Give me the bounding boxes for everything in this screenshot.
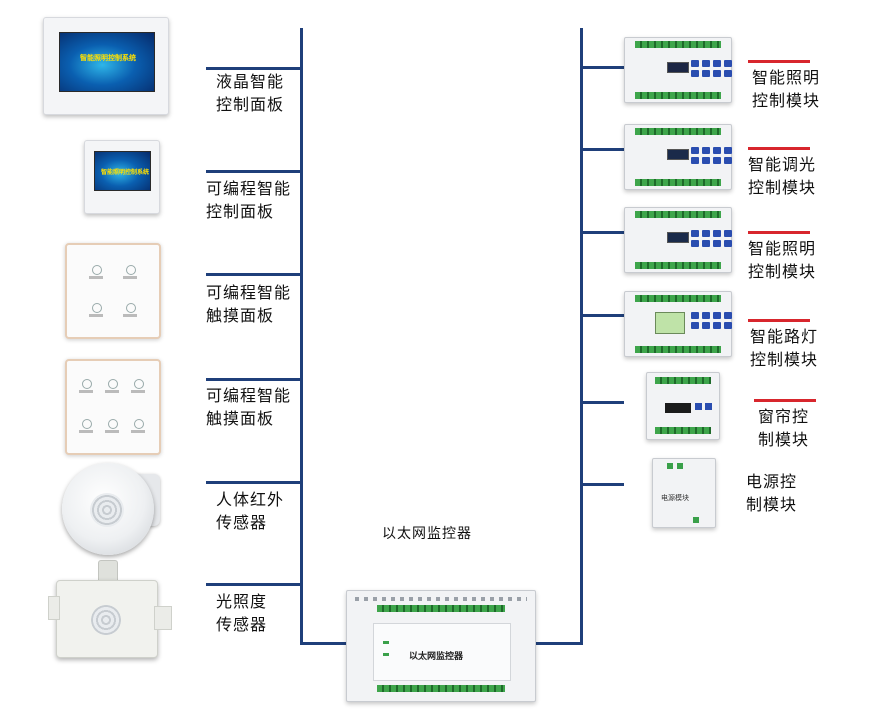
right-branch-4 (580, 314, 624, 317)
ethernet-monitor-label: 以太网监控器 (382, 526, 472, 542)
lcd-screen-text: 智能照明控制系统 (80, 54, 136, 62)
left-branch-1 (206, 67, 303, 70)
right-branch-2 (580, 148, 624, 151)
curtain-module-image (646, 372, 720, 440)
accent-bar-5 (754, 399, 816, 402)
right-label-4: 智能路灯 控制模块 (750, 327, 819, 369)
accent-bar-3 (748, 231, 810, 234)
left-branch-6 (206, 583, 303, 586)
light-sensor-ear-left (48, 596, 60, 620)
right-bus-to-controller (534, 642, 583, 645)
left-label-1: 液晶智能 控制面板 (216, 72, 285, 114)
lighting-module-1-image (624, 37, 732, 103)
pir-sensor-image (62, 463, 154, 555)
small-screen-text: 智能照明控制系统 (101, 169, 150, 176)
left-branch-4 (206, 378, 303, 381)
left-branch-5 (206, 481, 303, 484)
right-branch-6 (580, 483, 624, 486)
right-branch-1 (580, 66, 624, 69)
left-label-2: 可编程智能 控制面板 (206, 179, 292, 221)
left-branch-3 (206, 273, 303, 276)
touch-panel-6-key-image (65, 359, 161, 455)
programmable-panel-image: 智能照明控制系统 (84, 140, 160, 214)
right-branch-3 (580, 231, 624, 234)
accent-bar-4 (748, 319, 810, 322)
left-bus-vertical (300, 28, 303, 645)
accent-bar-1 (748, 60, 810, 63)
right-label-6: 电源控 制模块 (746, 472, 798, 514)
right-bus-vertical (580, 28, 583, 645)
left-label-4: 可编程智能 触摸面板 (206, 386, 292, 428)
light-sensor-ear-right (154, 606, 172, 630)
right-label-1: 智能照明 控制模块 (752, 68, 821, 110)
left-label-5: 人体红外 传感器 (216, 490, 285, 532)
light-sensor-image (56, 580, 158, 658)
left-label-3: 可编程智能 触摸面板 (206, 283, 292, 325)
ethernet-monitor-device-text: 以太网监控器 (409, 652, 464, 662)
left-label-6: 光照度 传感器 (216, 592, 268, 634)
right-label-3: 智能照明 控制模块 (748, 239, 817, 281)
touch-panel-4-key-image (65, 243, 161, 339)
right-label-5: 窗帘控 制模块 (758, 407, 810, 449)
accent-bar-2 (748, 147, 810, 150)
left-bus-to-controller (300, 642, 346, 645)
dimming-module-image (624, 124, 732, 190)
power-module-device-text: 电源模块 (661, 494, 689, 502)
ethernet-monitor-image: 以太网监控器 (346, 590, 536, 702)
lcd-control-panel-image: 智能照明控制系统 (43, 17, 169, 115)
left-branch-2 (206, 170, 303, 173)
right-branch-5 (580, 401, 624, 404)
streetlight-module-image (624, 291, 732, 357)
power-module-image: 电源模块 (652, 458, 716, 528)
lighting-module-2-image (624, 207, 732, 273)
right-label-2: 智能调光 控制模块 (748, 155, 817, 197)
